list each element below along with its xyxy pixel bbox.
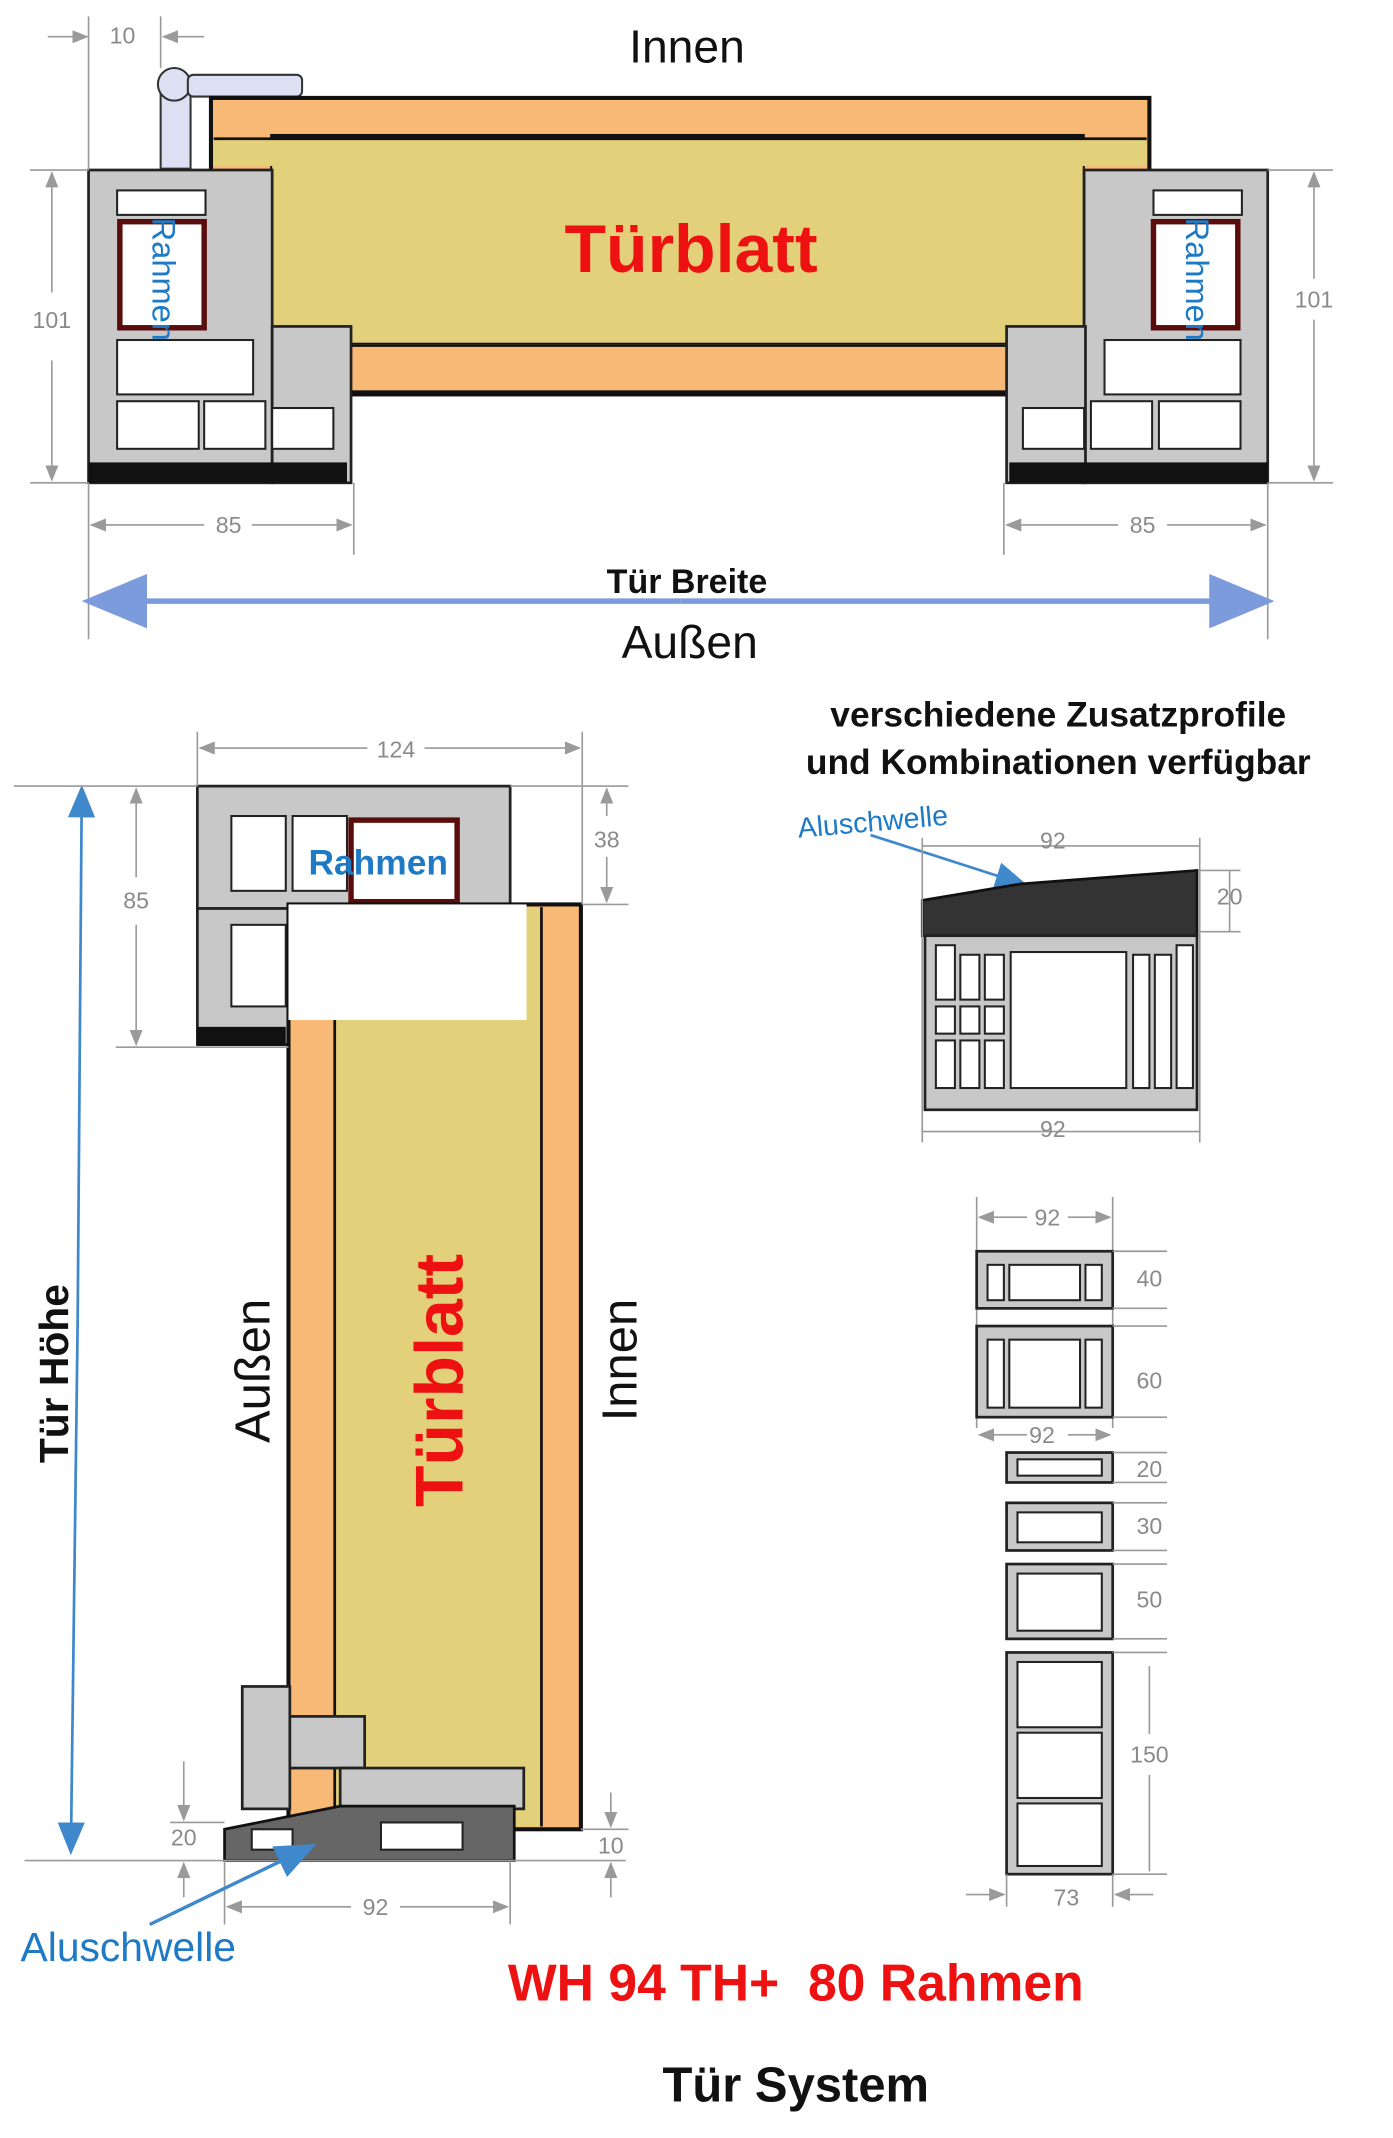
- inside-label-section: Innen: [594, 1299, 648, 1422]
- height-arrow: [67, 784, 96, 1320]
- dim-frame-height-left: 101: [33, 307, 72, 333]
- door-leaf-section: Türblatt: [286, 902, 583, 1832]
- dim-extras-bottom: 92: [1040, 1116, 1066, 1142]
- dim-stack-width-top: 92: [1035, 1204, 1061, 1230]
- top-view: Innen Türblatt: [30, 16, 1333, 668]
- dim-threshold-width: 92: [363, 1894, 389, 1920]
- dim-threshold-height: 20: [171, 1825, 197, 1851]
- outside-label-top: Außen: [622, 616, 758, 668]
- height-label: Tür Höhe: [31, 1284, 77, 1463]
- threshold-pointer-arrow-extras: [870, 833, 1029, 889]
- system-title: Tür System: [662, 2058, 929, 2112]
- threshold-label-section: Aluschwelle: [21, 1924, 236, 1970]
- extras-heading-line2: und Kombinationen verfügbar: [806, 743, 1311, 782]
- extra-profiles: verschiedene Zusatzprofile und Kombinati…: [796, 695, 1311, 1910]
- dimensions-top: 10 101 101 85 85 Tür Breite: [30, 16, 1334, 640]
- dimensions-section: 124 38 85 20 10 92: [13, 731, 629, 1925]
- dim-bottom-gap: 10: [598, 1833, 624, 1859]
- dim-frame-height: 85: [123, 888, 149, 914]
- width-label: Tür Breite: [607, 563, 768, 601]
- dim-frame-height-right: 101: [1295, 286, 1334, 312]
- dim-stack-width-mid: 92: [1029, 1422, 1055, 1448]
- threshold-label-extras: Aluschwelle: [796, 800, 949, 845]
- frame-label-left: Rahmen: [145, 218, 182, 341]
- door-leaf-top: Türblatt: [208, 95, 1152, 397]
- threshold-section: [223, 1685, 526, 1862]
- profile-stack: 92 92: [965, 1196, 1169, 1910]
- threshold-profile-detail: 92 92 20: [920, 828, 1243, 1143]
- dim-stack-width-bottom: 73: [1054, 1884, 1080, 1910]
- dim-frame-width-left: 85: [216, 512, 242, 538]
- dim-stack-height-150: 150: [1130, 1742, 1169, 1768]
- inside-label-top: Innen: [629, 21, 745, 73]
- leaf-label-section: Türblatt: [402, 1254, 478, 1507]
- frame-profile-left: Rahmen: [87, 168, 353, 485]
- dim-stack-height-60: 60: [1137, 1368, 1163, 1394]
- outside-label-section: Außen: [226, 1299, 280, 1443]
- dim-frame-width-right: 85: [1130, 512, 1156, 538]
- frame-label-right: Rahmen: [1179, 218, 1216, 341]
- dim-extras-side: 20: [1217, 883, 1243, 909]
- extension-profile-40: [975, 1249, 1115, 1310]
- dim-stack-height-40: 40: [1137, 1266, 1163, 1292]
- dim-total-depth: 124: [377, 737, 416, 763]
- dim-extras-top: 92: [1040, 828, 1066, 854]
- threshold-pointer-arrow: [149, 1843, 317, 1927]
- extras-heading-line1: verschiedene Zusatzprofile: [830, 695, 1286, 734]
- frame-label-section: Rahmen: [308, 844, 448, 883]
- dim-overlap: 38: [594, 826, 620, 852]
- dim-hinge-offset: 10: [110, 23, 136, 49]
- leaf-label-top: Türblatt: [565, 211, 818, 287]
- section-view: Rahmen Türblatt Außen Innen Tür Höhe: [13, 731, 648, 1970]
- extension-profile-60: [975, 1324, 1115, 1419]
- dim-stack-height-50: 50: [1137, 1587, 1163, 1613]
- frame-profile-right: Rahmen: [1005, 168, 1270, 485]
- dim-stack-height-20: 20: [1137, 1456, 1163, 1482]
- dim-stack-height-30: 30: [1137, 1513, 1163, 1539]
- model-title: WH 94 TH+ 80 Rahmen: [508, 1954, 1084, 2012]
